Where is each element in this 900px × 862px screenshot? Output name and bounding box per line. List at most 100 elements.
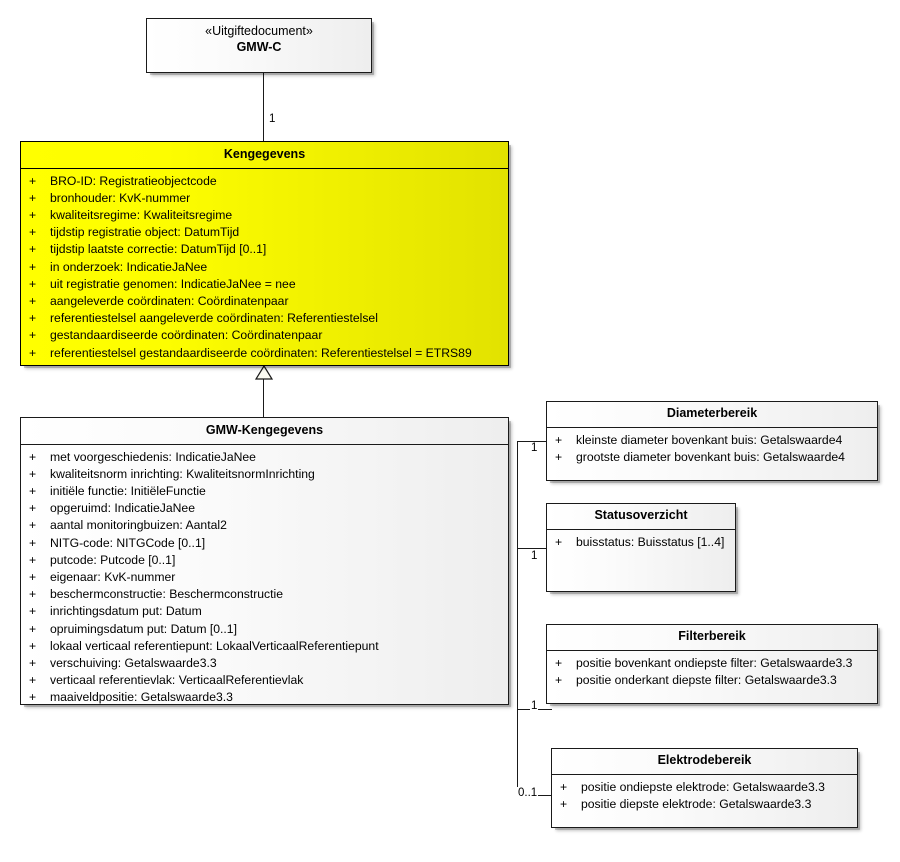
attribute-visibility: + [29,656,37,671]
class-statusoverzicht-header: Statusoverzicht [547,504,735,530]
attribute-row: +verschuiving: Getalswaarde3.3 [27,655,504,672]
attribute-visibility: + [555,534,563,549]
attribute-visibility: + [29,484,37,499]
attribute-visibility: + [560,796,568,811]
attribute-visibility: + [29,449,37,464]
attribute-label: initiële functie: InitiëleFunctie [50,484,206,499]
attribute-visibility: + [29,276,37,291]
attribute-row: +NITG-code: NITGCode [0..1] [27,535,504,552]
attribute-row: + initiële functie: InitiëleFunctie [27,483,504,500]
class-diameterbereik-header: Diameterbereik [547,402,877,428]
attribute-row: +in onderzoek: IndicatieJaNee [27,259,504,276]
class-gmw-kengegevens-header: GMW-Kengegevens [21,418,508,445]
class-gmw-kengegevens-attributes: + met voorgeschiedenis: IndicatieJaNee + kw… [21,445,508,711]
attribute-visibility: + [29,587,37,602]
class-diameterbereik-attributes: +kleinste diameter bovenkant buis: Getal… [547,428,877,470]
attribute-visibility: + [29,570,37,585]
attribute-visibility: + [29,294,37,309]
connector-gmwc-kengegevens [263,73,264,141]
attribute-label: met voorgeschiedenis: IndicatieJaNee [50,449,256,464]
attribute-label: inrichtingsdatum put: Datum [50,604,202,619]
attribute-row: +kwaliteitsregime: Kwaliteitsregime [27,207,504,224]
attribute-visibility: + [555,672,563,687]
attribute-row: +putcode: Putcode [0..1] [27,552,504,569]
attribute-label: kleinste diameter bovenkant buis: Getals… [576,432,843,447]
attribute-label: referentiestelsel aangeleverde coördinat… [50,311,378,326]
attribute-visibility: + [560,779,568,794]
multiplicity-gmwc-kengegevens: 1 [268,113,277,126]
attribute-row: +maaiveldpositie: Getalswaarde3.3 [27,689,504,706]
attribute-label: tijdstip registratie object: DatumTijd [50,225,240,240]
attribute-visibility: + [29,242,37,257]
attribute-visibility: + [29,190,37,205]
class-kengegevens[interactable]: Kengegevens +BRO-ID: Registratieobjectco… [20,141,509,366]
attribute-row: +gestandaardiseerde coördinaten: Coördin… [27,327,504,344]
connector-trunk-right [517,441,518,709]
attribute-row: +lokaal verticaal referentiepunt: Lokaal… [27,638,504,655]
attribute-row: +inrichtingsdatum put: Datum [27,603,504,620]
class-gmw-kengegevens[interactable]: GMW-Kengegevens + met voorgeschiedenis: I… [20,417,509,705]
attribute-visibility: + [29,173,37,188]
class-elektrodebereik-header: Elektrodebereik [552,749,857,775]
attribute-label: in onderzoek: IndicatieJaNee [50,259,208,274]
attribute-label: positie diepste elektrode: Getalswaarde3… [581,796,812,811]
class-statusoverzicht[interactable]: Statusoverzicht +buisstatus: Buisstatus … [546,503,736,592]
multiplicity-diameterbereik: 1 [530,442,539,455]
attribute-label: opruimingsdatum put: Datum [0..1] [50,621,237,636]
attribute-row: +referentiestelsel aangeleverde coördina… [27,310,504,327]
class-filterbereik-header: Filterbereik [547,625,877,651]
class-statusoverzicht-name: Statusoverzicht [594,508,688,522]
attribute-label: positie ondiepste elektrode: Getalswaard… [581,779,825,794]
attribute-label: grootste diameter bovenkant buis: Getals… [576,449,845,464]
attribute-label: positie onderkant diepste filter: Getals… [576,672,837,687]
class-gmw-c-name: GMW-C [236,39,282,54]
attribute-row: + positie bovenkant ondiepste filter: Get… [553,655,873,672]
attribute-label: positie bovenkant ondiepste filter: Geta… [576,655,853,670]
class-filterbereik[interactable]: Filterbereik + positie bovenkant ondiepst… [546,624,878,704]
class-elektrodebereik-attributes: + positie ondiepste elektrode: Getalswaar… [552,775,857,817]
attribute-row: +beschermconstructie: Beschermconstructi… [27,586,504,603]
attribute-row: + met voorgeschiedenis: IndicatieJaNee [27,449,504,466]
attribute-row: +tijdstip registratie object: DatumTijd [27,224,504,241]
attribute-visibility: + [29,535,37,550]
class-kengegevens-name: Kengegevens [223,147,306,161]
attribute-label: kwaliteitsnorm inrichting: Kwaliteitsnor… [50,466,315,481]
attribute-label: tijdstip laatste correctie: DatumTijd [0… [50,242,267,257]
attribute-visibility: + [29,638,37,653]
class-diameterbereik-name: Diameterbereik [666,406,758,420]
attribute-label: putcode: Putcode [0..1] [50,552,176,567]
attribute-label: eigenaar: KvK-nummer [50,570,176,585]
attribute-label: aangeleverde coördinaten: Coördinatenpaa… [50,294,289,309]
attribute-row: +aantal monitoringbuizen: Aantal2 [27,517,504,534]
generalization-arrowhead-icon [254,365,274,380]
attribute-row: + tijdstip laatste correctie: DatumTijd [… [27,241,504,258]
attribute-label: bronhouder: KvK-nummer [50,190,191,205]
class-gmw-c[interactable]: «Uitgiftedocument» GMW-C [146,18,372,73]
multiplicity-filterbereik: 1 [530,700,539,713]
attribute-label: opgeruimd: IndicatieJaNee [50,501,195,516]
attribute-visibility: + [555,655,563,670]
attribute-visibility: + [29,673,37,688]
connector-to-diameterbereik [517,441,552,442]
attribute-label: uit registratie genomen: IndicatieJaNee … [50,276,296,291]
attribute-row: +buisstatus: Buisstatus [1..4] [553,534,731,551]
class-elektrodebereik-name: Elektrodebereik [657,753,752,767]
class-gmw-c-stereotype: «Uitgiftedocument» [205,24,313,38]
attribute-row: +kleinste diameter bovenkant buis: Getal… [553,432,873,449]
connector-to-statusoverzicht [517,548,552,549]
attribute-visibility: + [29,501,37,516]
attribute-label: aantal monitoringbuizen: Aantal2 [50,518,227,533]
class-diameterbereik[interactable]: Diameterbereik +kleinste diameter bovenk… [546,401,878,481]
attribute-row: + opgeruimd: IndicatieJaNee [27,500,504,517]
attribute-row: +referentiestelsel gestandaardiseerde co… [27,345,504,362]
attribute-row: +grootste diameter bovenkant buis: Getal… [553,449,873,466]
class-statusoverzicht-attributes: +buisstatus: Buisstatus [1..4] [547,530,735,555]
class-filterbereik-name: Filterbereik [678,629,746,643]
attribute-row: + aangeleverde coördinaten: Coördinatenpa… [27,293,504,310]
attribute-row: +BRO-ID: Registratieobjectcode [27,173,504,190]
connector-elektrodebereik-vertical [517,709,518,795]
attribute-label: kwaliteitsregime: Kwaliteitsregime [50,208,233,223]
attribute-visibility: + [29,345,37,360]
class-elektrodebereik[interactable]: Elektrodebereik + positie ondiepste elekt… [551,748,858,828]
